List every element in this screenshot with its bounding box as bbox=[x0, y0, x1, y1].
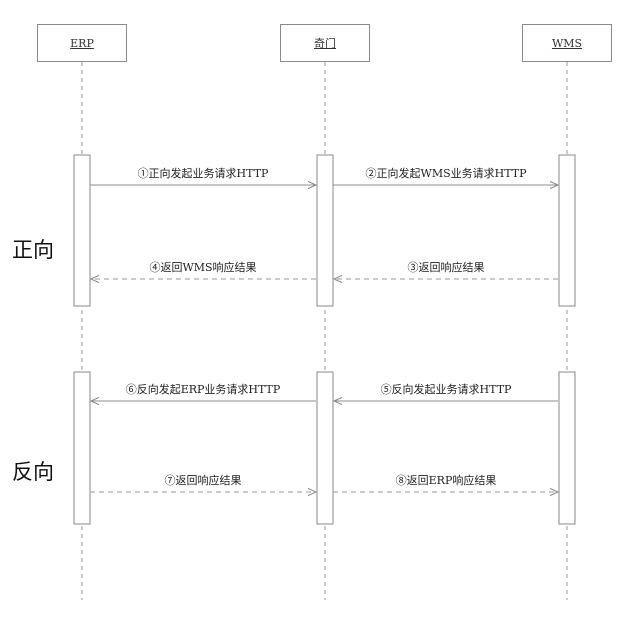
activation-erp-reverse bbox=[73, 371, 91, 525]
activation-wms-forward bbox=[558, 154, 576, 307]
message-label-8: ⑧返回ERP响应结果 bbox=[395, 474, 497, 487]
message-label-7: ⑦返回响应结果 bbox=[164, 474, 242, 487]
actor-wms: WMS bbox=[522, 24, 612, 62]
activation-qimen-reverse bbox=[316, 371, 334, 525]
actor-qimen: 奇门 bbox=[280, 24, 370, 62]
actor-erp-label: ERP bbox=[70, 36, 94, 50]
activation-erp-forward bbox=[73, 154, 91, 307]
actor-qimen-label: 奇门 bbox=[314, 37, 336, 50]
message-label-2: ②正向发起WMS业务请求HTTP bbox=[365, 167, 527, 180]
message-label-4: ④返回WMS响应结果 bbox=[149, 261, 257, 274]
actor-wms-label: WMS bbox=[551, 36, 583, 50]
activation-qimen-forward bbox=[316, 154, 334, 307]
message-label-5: ⑤反向发起业务请求HTTP bbox=[380, 383, 512, 396]
phase-reverse-label: 反向 bbox=[12, 460, 54, 484]
message-label-3: ③返回响应结果 bbox=[407, 261, 485, 274]
phase-forward-label: 正向 bbox=[12, 238, 54, 262]
message-label-6: ⑥反向发起ERP业务请求HTTP bbox=[125, 383, 281, 396]
message-label-1: ①正向发起业务请求HTTP bbox=[137, 167, 269, 180]
activation-wms-reverse bbox=[558, 371, 576, 525]
actor-erp: ERP bbox=[37, 24, 127, 62]
